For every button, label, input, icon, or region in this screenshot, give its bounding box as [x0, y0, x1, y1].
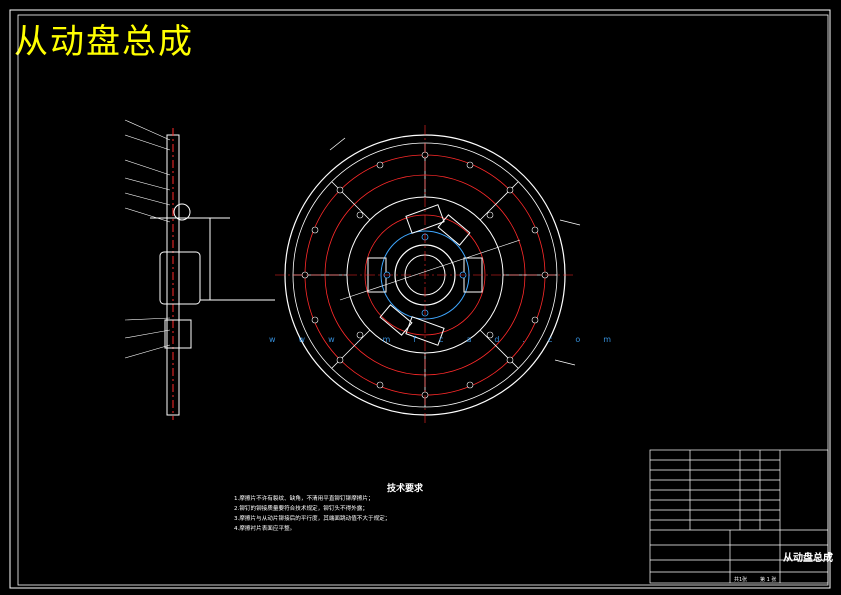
- inner-frame: [17, 14, 829, 586]
- requirement-line: 1.摩擦片不许有裂纹、缺角，不清用平直铆钉铆摩擦片；: [234, 496, 374, 502]
- lower-flange: [164, 319, 192, 349]
- damper-springs: [367, 204, 483, 346]
- requirement-line: 2.铆钉的铆接质量要符合技术规定，铆钉头不得外露；: [234, 506, 368, 512]
- outer-frame: [9, 9, 831, 589]
- title-block: [649, 449, 829, 584]
- requirements-title: 技术要求: [387, 484, 424, 494]
- title-block-total: 共1张: [734, 577, 748, 583]
- watermark: www.mfcad.com: [269, 335, 635, 344]
- drawing-title: 从动盘总成: [14, 22, 194, 62]
- rivet-holes: [301, 151, 549, 399]
- title-block-name: 从动盘总成: [783, 553, 833, 564]
- hub-body: [159, 251, 201, 305]
- section-view: [124, 119, 275, 420]
- title-block-sheet: 第 1 张: [760, 577, 777, 583]
- requirement-line: 4.摩擦衬片表面应平整。: [234, 526, 296, 532]
- front-view: [275, 125, 581, 425]
- requirement-line: 3.摩擦片与从动片铆接后的平行度，其端面跳动值不大于规定；: [234, 516, 391, 522]
- leader-lines: [124, 119, 171, 359]
- rivet-hole: [173, 203, 191, 221]
